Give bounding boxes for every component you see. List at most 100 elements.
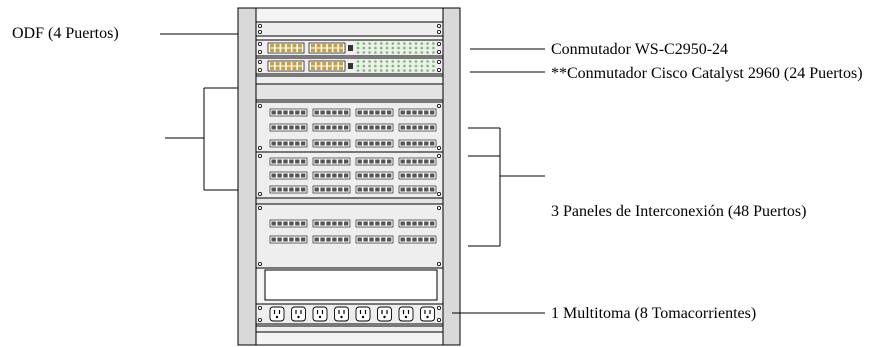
patch-port-block [355,108,394,117]
rj45-port-icon [275,44,280,48]
status-led-icon [374,69,377,72]
screw-icon [257,317,262,322]
rj45-port-icon [363,125,368,130]
port-block-frame [355,219,394,228]
rj45-port-icon [375,221,380,226]
screw-icon [436,50,441,55]
rj45-port-icon [412,110,417,115]
rj45-port-icon [295,110,300,115]
rj45-port-icon [387,187,392,192]
rj45-port-icon [400,110,405,115]
rj45-port-icon [363,141,368,146]
status-led-icon [362,69,366,72]
rj45-port-icon [381,173,386,178]
rj45-port-icon [314,141,319,146]
status-led-icon [368,42,371,45]
status-led-icon [391,69,395,72]
screw-icon [436,261,441,266]
rj45-port-icon [314,237,319,242]
rj45-port-icon [283,187,288,192]
status-led-icon [403,46,406,50]
patch-port-block [269,185,308,194]
status-led-icon [379,42,383,45]
status-led-icon [356,46,360,50]
rj45-port-icon [406,173,411,178]
screw-icon [436,191,441,196]
rj45-port-icon [339,48,343,52]
status-led-icon [356,64,360,68]
cable-manager [255,197,444,205]
rj45-port-icon [369,237,374,242]
status-led-icon [420,69,424,72]
patch-port-block [312,219,351,228]
rj45-port-icon [281,62,286,66]
rj45-port-icon [289,221,294,226]
rj45-port-icon [311,44,315,48]
outlet-face [291,306,306,322]
port-block-frame [312,185,351,194]
status-led-icon [432,64,435,68]
screw-icon [257,205,262,210]
status-led-icon [397,60,400,63]
port-block-frame [269,171,308,180]
rj45-port-icon [295,221,300,226]
rj45-port-icon [375,125,380,130]
rj45-port-icon [418,221,423,226]
port-block-frame [312,123,351,132]
port-block-frame [312,219,351,228]
port-block-frame [312,139,351,148]
patch-port-block [312,139,351,148]
rj45-port-icon [375,141,380,146]
port-block-frame [398,185,437,194]
rj45-port-icon [301,221,306,226]
patch-port-block [269,219,308,228]
rj45-port-icon [338,141,343,146]
rj45-port-icon [369,221,374,226]
rj45-port-icon [357,125,362,130]
switch-2960-label: **Conmutador Cisco Catalyst 2960 (24 Pue… [551,65,863,82]
rj45-port-icon [301,187,306,192]
rj45-port-icon [286,48,291,52]
power-outlet-icon [420,306,435,322]
screw-icon [436,317,441,322]
port-block-frame [355,157,394,166]
rj45-port-icon [292,62,297,66]
rj45-port-icon [298,48,302,52]
port-block-frame [269,235,308,244]
patch-port-block [312,157,351,166]
rj45-port-icon [277,237,282,242]
rj45-port-icon [277,187,282,192]
outlet-ground [404,315,408,319]
rj45-port-icon [271,237,276,242]
rj45-port-icon [400,173,405,178]
rj45-port-icon [271,141,276,146]
rj45-port-icon [301,110,306,115]
rj45-port-icon [344,187,349,192]
blank-panel [255,75,444,85]
rj45-port-icon [271,221,276,226]
status-led-icon [368,46,371,50]
rj45-port-icon [344,125,349,130]
status-led-icon [356,69,360,72]
rj45-port-icon [292,66,297,70]
rj45-port-icon [298,44,302,48]
status-led-icon [356,60,360,63]
status-led-icon [391,46,395,50]
power-outlet-icon [398,306,414,322]
power-outlet-icon [312,306,328,322]
rj45-port-icon [406,237,411,242]
outlet-ground [361,315,365,319]
rj45-port-icon [338,221,343,226]
status-led-icon [362,46,366,50]
rj45-port-icon [344,141,349,146]
rj45-port-icon [314,221,319,226]
port-block-frame [398,235,437,244]
status-led-icon [362,42,366,45]
outlet-face [377,306,392,322]
status-led-icon [414,64,418,68]
patch-port-block [398,157,437,166]
port-block-frame [355,185,394,194]
port-block-frame [398,219,437,228]
port-block-frame [355,108,394,117]
status-led-icon [420,46,424,50]
